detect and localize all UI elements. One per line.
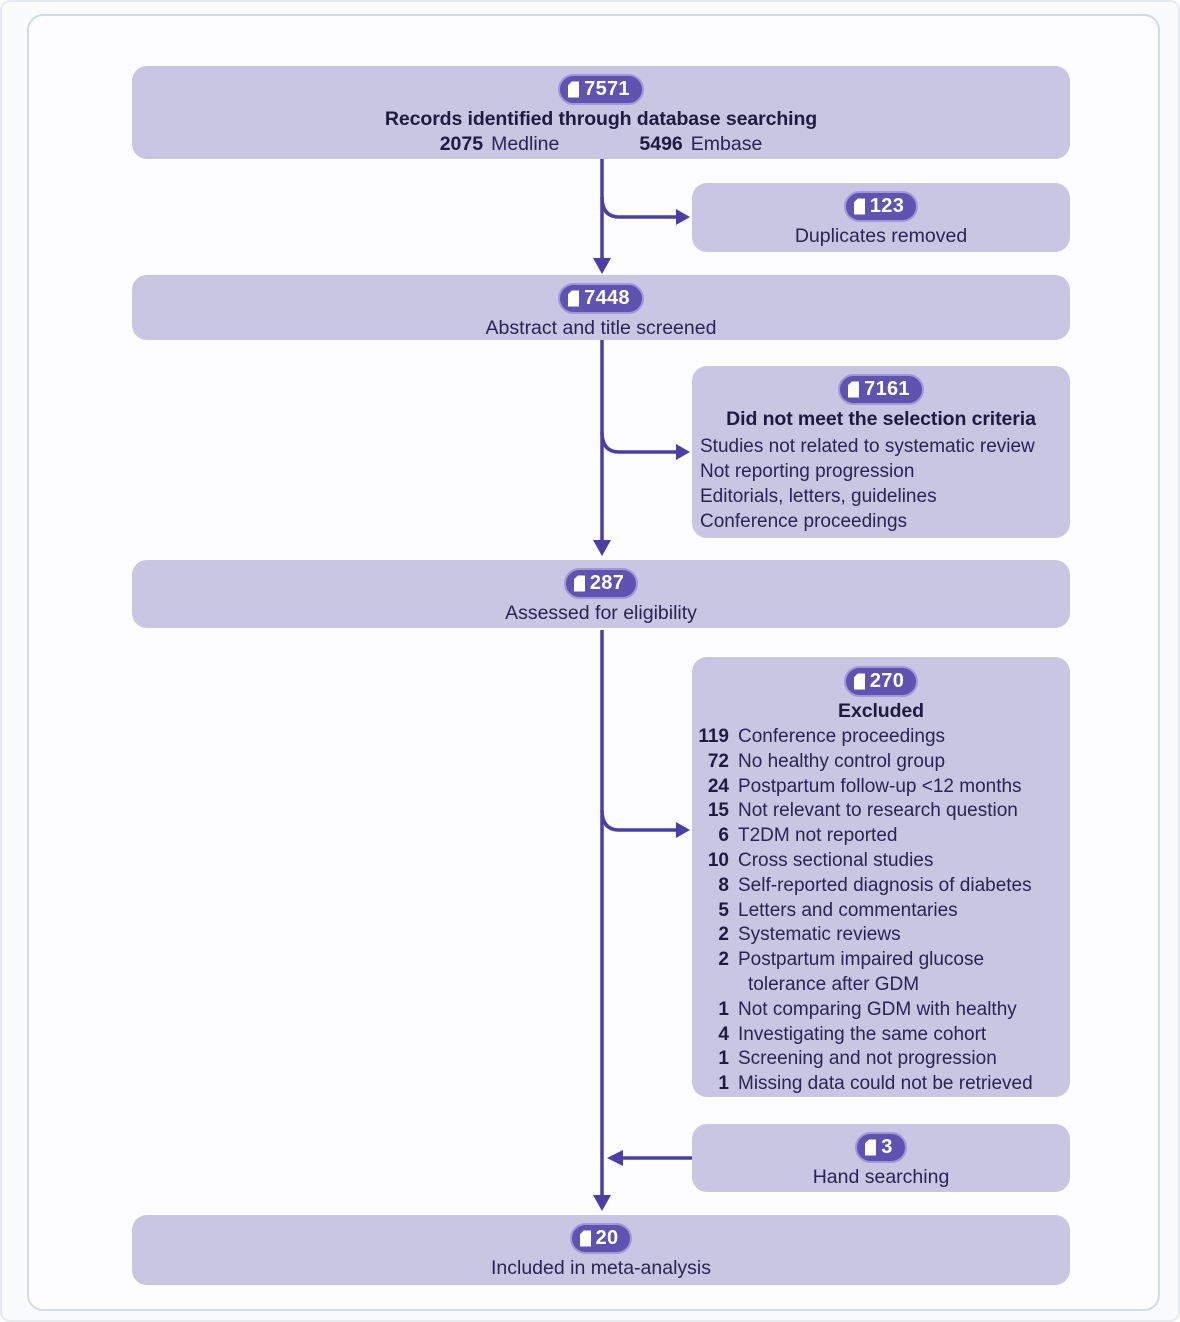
hand-count-badge: 3 <box>855 1132 907 1163</box>
criteria-count-badge: 7161 <box>838 374 924 405</box>
badge-count: 7161 <box>864 378 910 400</box>
badge-count: 20 <box>595 1227 619 1249</box>
box-title: Excluded <box>838 700 924 722</box>
badge-count: 123 <box>869 195 905 217</box>
badge-count: 7448 <box>584 287 630 309</box>
box-title: Assessed for eligibility <box>505 602 697 624</box>
criteria-item: Editorials, letters, guidelines <box>700 486 937 507</box>
excluded-row-continuation: tolerance after GDM <box>748 973 920 995</box>
badge-count: 287 <box>589 572 625 594</box>
duplicates-count-badge: 123 <box>843 191 919 222</box>
assessed-count-badge: 287 <box>563 568 639 599</box>
badge-count: 3 <box>881 1136 893 1158</box>
document-icon <box>568 81 580 97</box>
assessed-eligibility-box: 287 Assessed for eligibility <box>132 560 1070 628</box>
hand-searching-box: 3 Hand searching <box>692 1124 1070 1192</box>
box-title: Abstract and title screened <box>485 317 717 339</box>
document-icon <box>579 1230 591 1246</box>
criteria-item: Conference proceedings <box>700 511 908 532</box>
box-title: Did not meet the selection criteria <box>726 408 1036 430</box>
badge-count: 7571 <box>584 78 630 100</box>
selection-criteria-box: 7161 Did not meet the selection criteria… <box>692 366 1070 538</box>
document-icon <box>568 290 580 306</box>
included-meta-analysis-box: 20 Included in meta-analysis <box>132 1215 1070 1285</box>
duplicates-removed-box: 123 Duplicates removed <box>692 183 1070 252</box>
excluded-count-badge: 270 <box>843 666 919 697</box>
records-count-badge: 7571 <box>558 74 644 105</box>
box-title: Records identified through database sear… <box>384 108 818 130</box>
criteria-item: Studies not related to systematic review <box>700 436 1035 457</box>
document-icon <box>865 1139 877 1155</box>
screened-count-badge: 7448 <box>558 283 644 314</box>
badge-count: 270 <box>869 670 905 692</box>
document-icon <box>853 673 865 689</box>
box-title: Hand searching <box>812 1166 950 1188</box>
document-icon <box>848 381 860 397</box>
criteria-list: Studies not related to systematic review… <box>692 434 1070 534</box>
box-title: Duplicates removed <box>794 225 968 247</box>
document-icon <box>573 575 585 591</box>
records-identified-box: 7571 Records identified through database… <box>132 66 1070 159</box>
abstract-screened-box: 7448 Abstract and title screened <box>132 275 1070 340</box>
document-icon <box>853 198 865 214</box>
box-title: Included in meta-analysis <box>490 1257 712 1279</box>
included-count-badge: 20 <box>569 1223 633 1254</box>
criteria-item: Not reporting progression <box>700 461 915 482</box>
